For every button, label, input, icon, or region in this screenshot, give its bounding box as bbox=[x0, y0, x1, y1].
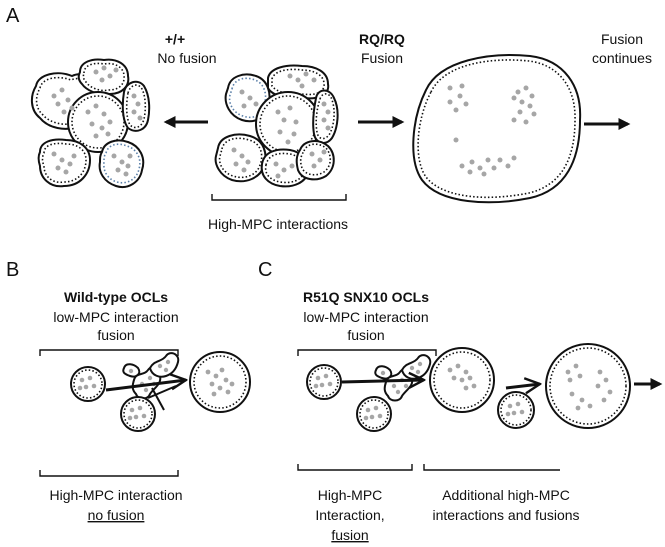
panel-b-bottom-bracket bbox=[39, 470, 179, 477]
arrow-rq-fusion bbox=[341, 380, 424, 382]
arrow-wt-low-mpc-fusion bbox=[105, 380, 186, 392]
wt-mononuclear-cell bbox=[120, 396, 156, 432]
rq-large-fused-cell bbox=[545, 343, 631, 429]
wt-cell bbox=[77, 58, 130, 96]
panel-c-bottom-left-line2: Interaction, bbox=[315, 507, 384, 523]
panel-c-top-line1: low-MPC interaction bbox=[303, 309, 428, 325]
wt-genotype-label: +/+ bbox=[165, 31, 185, 47]
rq-irregular-precursor bbox=[400, 354, 432, 380]
panel-b-bottom-line2: no fusion bbox=[88, 507, 145, 523]
arrow-additional-fusion bbox=[505, 384, 540, 388]
wt-cell bbox=[37, 138, 92, 188]
panel-b-title: Wild-type OCLs bbox=[64, 289, 168, 305]
panel-c-bottom-right-line1: Additional high-MPC bbox=[442, 487, 570, 503]
wt-fusion-blocked-x bbox=[151, 387, 165, 411]
fusion-continues-line2: continues bbox=[592, 50, 652, 66]
rq-mononuclear-cell bbox=[306, 364, 342, 400]
fusion-continues-line1: Fusion bbox=[601, 31, 643, 47]
wt-outcome-label: No fusion bbox=[157, 50, 216, 66]
wt-blocked-path bbox=[147, 385, 177, 399]
high-mpc-interactions-label: High-MPC interactions bbox=[208, 216, 348, 232]
panel-b-top-bracket bbox=[39, 349, 179, 356]
panel-c-bottom-right-line2: interactions and fusions bbox=[432, 507, 579, 523]
wt-cell bbox=[121, 80, 151, 132]
panel-b-top-line1: low-MPC interaction bbox=[53, 309, 178, 325]
panel-c-bottom-right-bracket bbox=[423, 464, 560, 471]
panel-c-top-line2: fusion bbox=[347, 327, 384, 343]
wt-mononuclear-cell bbox=[70, 366, 106, 402]
fused-giant-cell bbox=[412, 54, 582, 204]
rq-fused-cell bbox=[429, 347, 495, 413]
rq-cell bbox=[312, 89, 339, 144]
rq-genotype-label: RQ/RQ bbox=[359, 31, 405, 47]
panel-c-bottom-left-bracket bbox=[297, 464, 413, 471]
panel-c-bottom-left-line3: fusion bbox=[331, 527, 368, 543]
rq-mononuclear-cell bbox=[497, 391, 535, 429]
panel-a-label: A bbox=[6, 5, 20, 27]
high-mpc-bracket bbox=[211, 194, 347, 201]
rq-cell-cluster bbox=[214, 64, 339, 188]
wt-irregular-precursor bbox=[148, 352, 180, 378]
panel-c-title: R51Q SNX10 OCLs bbox=[303, 289, 429, 305]
panel-c-label: C bbox=[258, 259, 272, 281]
panel-b-label: B bbox=[6, 259, 19, 281]
panel-b-top-line2: fusion bbox=[97, 327, 134, 343]
panel-b-bottom-line1: High-MPC interaction bbox=[49, 487, 182, 503]
rq-outcome-label: Fusion bbox=[361, 50, 403, 66]
rq-mononuclear-cell bbox=[356, 396, 392, 432]
rq-cell bbox=[295, 140, 335, 181]
wt-fused-cell bbox=[189, 351, 251, 413]
wt-cell-cluster bbox=[30, 58, 151, 188]
panel-c-bottom-left-line1: High-MPC bbox=[318, 487, 383, 503]
panel-c-top-bracket bbox=[297, 349, 437, 356]
